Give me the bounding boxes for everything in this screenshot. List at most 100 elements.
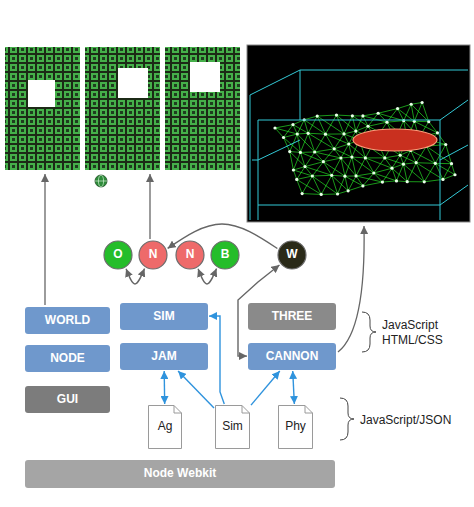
mesh-link <box>338 191 349 194</box>
world-wireframe <box>250 70 468 220</box>
mesh-link <box>325 134 348 144</box>
mesh-particle <box>441 178 444 181</box>
mesh-particle <box>372 171 375 174</box>
node-content: Ag <box>148 405 182 449</box>
file-document: Sim <box>215 405 250 449</box>
grid-map <box>85 47 160 170</box>
document-fold <box>174 406 182 414</box>
mesh-link <box>297 179 302 193</box>
connector-arrow <box>251 371 280 405</box>
file-document: Ag <box>148 405 182 449</box>
mesh-link <box>437 133 445 145</box>
mesh-link <box>312 162 323 176</box>
node-content: SIM <box>120 303 208 330</box>
mesh-link <box>387 121 404 122</box>
mesh-particle <box>335 113 338 116</box>
mesh-particle <box>415 161 418 164</box>
mesh-particle <box>333 147 336 150</box>
mesh-link <box>284 134 298 137</box>
mesh-particle <box>427 120 430 123</box>
mesh-link <box>352 157 365 159</box>
mesh-link <box>443 164 452 180</box>
platform-bar: Node Webkit <box>25 460 335 488</box>
node-label: N <box>149 248 158 262</box>
node-content: GUI <box>25 386 110 413</box>
mesh-particle <box>350 155 353 158</box>
connector-arrow <box>126 269 144 284</box>
layer-label: JavaScript/JSON <box>360 413 468 428</box>
simulation-render <box>247 45 470 222</box>
grid-map <box>5 47 80 170</box>
mesh-link <box>382 181 396 182</box>
mesh-link <box>345 176 348 191</box>
mesh-link <box>356 176 382 182</box>
mesh-particle <box>402 163 405 166</box>
mesh-particle <box>311 174 314 177</box>
node-content: CANNON <box>248 343 336 370</box>
mesh-link <box>293 152 300 170</box>
grid-hole <box>118 68 148 98</box>
mesh-link <box>363 116 368 126</box>
mesh-link <box>435 163 451 164</box>
mesh-link <box>411 151 416 163</box>
node-content: Node Webkit <box>25 460 335 488</box>
mesh-particle <box>399 154 402 157</box>
mesh-link <box>308 133 315 152</box>
mesh-link <box>300 151 314 152</box>
mesh-link <box>297 134 314 152</box>
mesh-link <box>435 145 445 164</box>
mesh-link <box>443 175 455 180</box>
mesh-particle <box>296 132 299 135</box>
mesh-link <box>297 133 308 135</box>
mesh-link <box>312 176 321 194</box>
mesh-link <box>341 158 356 176</box>
mesh-link <box>338 176 345 194</box>
layer-label: JavaScript HTML/CSS <box>382 318 456 348</box>
node-label: JAM <box>151 350 176 364</box>
mesh-link <box>300 133 308 152</box>
mesh-particle <box>330 174 333 177</box>
mesh-particle <box>434 162 437 165</box>
node-content: N <box>138 240 168 270</box>
mesh-link <box>396 180 407 182</box>
mesh-link <box>452 164 455 175</box>
mesh-link <box>315 134 326 152</box>
mesh-link <box>290 151 301 153</box>
mesh-link <box>297 120 304 134</box>
mesh-particle <box>288 150 291 153</box>
mesh-particle <box>444 143 447 146</box>
node-content: B <box>210 240 240 270</box>
connector-arrow <box>209 316 224 404</box>
mesh-link <box>398 109 415 122</box>
mesh-link <box>400 155 416 162</box>
mesh-link <box>352 116 355 131</box>
node-content: JAM <box>120 343 208 370</box>
mesh-particle <box>354 174 357 177</box>
mesh-particle <box>343 175 346 178</box>
mesh-particle <box>385 121 388 124</box>
mesh-link <box>341 157 352 159</box>
mesh-link <box>368 122 387 126</box>
mesh-link <box>275 125 293 128</box>
node-label: CANNON <box>266 350 319 364</box>
grid-map <box>165 47 240 170</box>
node-content: N <box>175 240 205 270</box>
physics-view-arrow <box>338 226 364 352</box>
grid-image <box>5 47 240 170</box>
mesh-particle <box>410 103 413 106</box>
mesh-link <box>312 175 331 177</box>
mesh-link <box>398 104 412 108</box>
mesh-link <box>332 158 341 175</box>
mesh-particle <box>320 193 323 196</box>
mesh-link <box>345 175 356 176</box>
mesh-link <box>323 162 345 176</box>
mesh-particle <box>273 126 276 129</box>
mesh-link <box>411 151 436 164</box>
mesh-link <box>315 149 335 152</box>
mesh-particle <box>351 114 354 117</box>
node-content: Sim <box>215 405 250 449</box>
mesh-particle <box>396 107 399 110</box>
mesh-particle <box>299 151 302 154</box>
mesh-link <box>403 163 416 164</box>
mesh-link <box>345 157 352 176</box>
